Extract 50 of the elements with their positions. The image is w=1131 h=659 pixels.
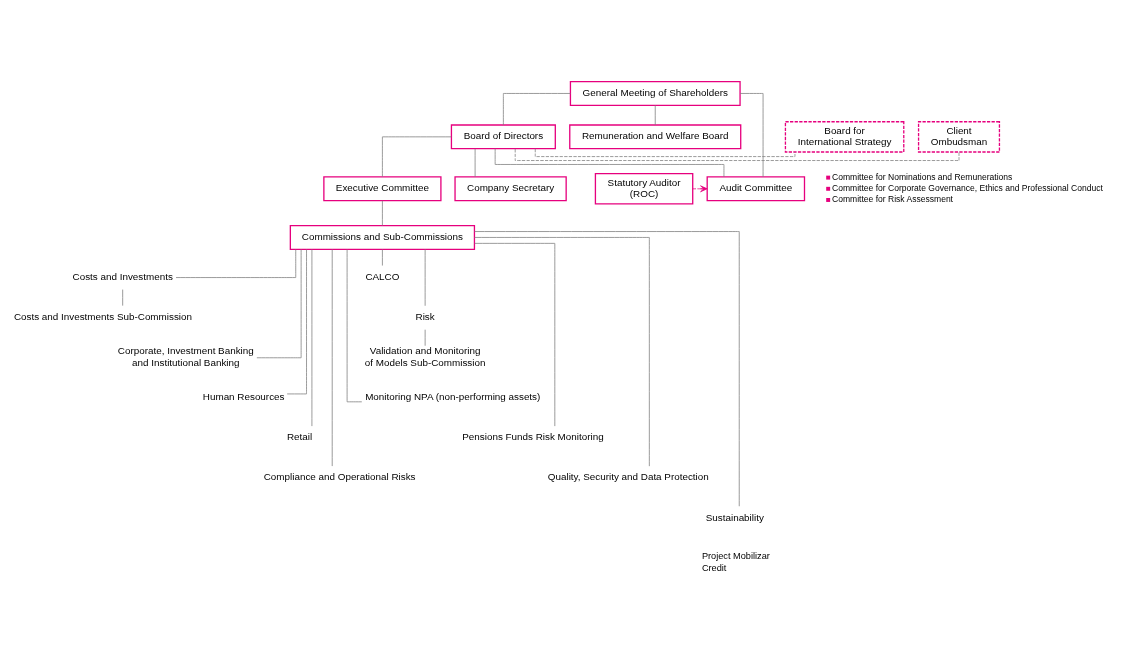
connector xyxy=(474,231,740,507)
connector xyxy=(474,237,650,467)
connector xyxy=(424,248,426,307)
node-text: Pensions Funds Risk Monitoring xyxy=(462,431,604,443)
connector xyxy=(474,148,476,178)
connector xyxy=(175,249,297,278)
connector xyxy=(382,249,383,266)
label: Project Mobilizar xyxy=(701,550,770,561)
node-text: Validation and Monitoring of Models Sub-Commission xyxy=(364,345,486,368)
node-text: Compliance and Operational Risks xyxy=(263,471,416,483)
connector xyxy=(739,93,764,178)
node-text: Quality, Security and Data Protection xyxy=(547,471,709,483)
connector xyxy=(382,136,452,178)
connector xyxy=(534,148,796,157)
node-text: Sustainability xyxy=(705,511,764,523)
connector xyxy=(331,249,333,467)
node-box: Commissions and Sub-Commissions xyxy=(289,224,476,250)
connector xyxy=(502,93,571,126)
node-text: CALCO xyxy=(365,270,400,282)
node-box: Audit Committee xyxy=(706,176,806,202)
node-text: Risk xyxy=(415,310,435,322)
node-text: Costs and Investments xyxy=(72,270,173,282)
node-box: Board of Directors xyxy=(450,124,556,150)
connector xyxy=(424,329,426,347)
connector xyxy=(286,249,307,395)
connector xyxy=(382,200,383,226)
node-text: Costs and Investments Sub-Commission xyxy=(13,310,193,322)
connector xyxy=(474,242,556,427)
arrow xyxy=(692,185,708,193)
label: Committee for Corporate Governance, Ethics and Professional Conduct xyxy=(832,183,1103,194)
node-text: Retail xyxy=(286,431,313,443)
connector xyxy=(654,104,656,126)
node-text: Corporate, Investment Banking and Institutional Banking xyxy=(117,345,254,368)
node-box: Remuneration and Welfare Board xyxy=(569,124,742,150)
node-box: General Meeting of Shareholders xyxy=(569,80,741,106)
connector xyxy=(311,249,313,427)
connector xyxy=(256,249,302,359)
node-box: Company Secretary xyxy=(454,176,567,202)
connector xyxy=(494,148,725,178)
label: Committee for Nominations and Remunerations xyxy=(832,171,1013,182)
connector xyxy=(346,249,363,403)
label: Committee for Risk Assessment xyxy=(832,194,954,205)
node-text: Monitoring NPA (non-performing assets) xyxy=(365,391,541,403)
node-box: Statutory Auditor (ROC) xyxy=(594,173,694,205)
node-box: Client Ombudsman xyxy=(917,121,1001,153)
node-box: Board for International Strategy xyxy=(784,121,905,153)
connector xyxy=(122,289,124,307)
label: Credit xyxy=(701,562,727,573)
node-box: Executive Committee xyxy=(323,176,442,202)
node-text: Human Resources xyxy=(202,391,285,403)
